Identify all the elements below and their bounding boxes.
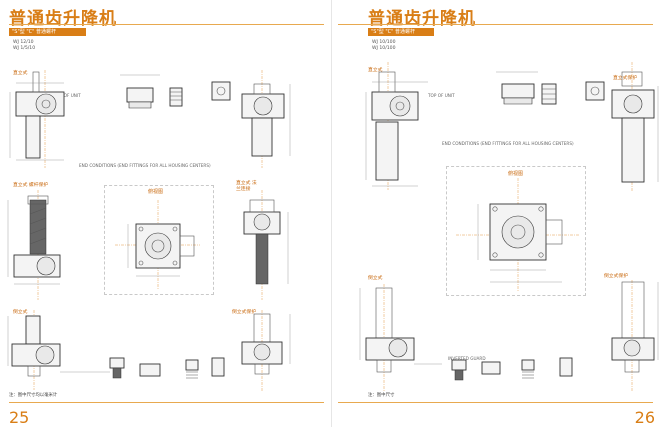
view-label-upright-flange: 直立式 法兰连接 (236, 181, 257, 192)
view-label-upright: 直立式 (13, 71, 28, 76)
view-label-inverted: 倒立式 (368, 276, 383, 281)
top-view-title: 俯视图 (148, 189, 164, 195)
model-code-2: WJ 10/100 (372, 46, 396, 51)
top-view-frame (446, 166, 586, 296)
footer-divider (9, 402, 324, 403)
model-code-2: WJ 1/5/10 (13, 46, 36, 51)
right-page: 普通齿升降机 "S"型 "C" 普通螺杆 WJ 10/100 WJ 10/100… (331, 0, 661, 427)
footer-note: 注：图中尺寸均以毫米计 (9, 393, 58, 398)
title-divider (338, 24, 653, 25)
footer-note: 注：图中尺寸 (368, 393, 395, 398)
top-view-frame (104, 185, 214, 295)
view-label-upright-guard: 直立式 螺杆保护 (13, 183, 49, 188)
end-conditions-note: END CONDITIONS (END FITTINGS FOR ALL HOU… (79, 163, 211, 168)
top-view-title: 俯视图 (508, 171, 524, 177)
view-label-inverted: 倒立式 (13, 310, 28, 315)
model-code-1: WJ 10/100 (372, 40, 396, 45)
model-code-1: WJ 12/10 (13, 40, 34, 45)
top-of-unit-note: TOP OF UNIT (428, 93, 455, 98)
view-label-upright: 直立式 (368, 68, 383, 73)
series-banner: "S"型 "C" 普通螺杆 (368, 28, 434, 36)
footer-divider (338, 402, 653, 403)
left-page: 普通齿升降机 "S"型 "C" 普通螺杆 WJ 12/10 WJ 1/5/10 … (0, 0, 330, 427)
page-number: 25 (9, 408, 30, 427)
view-label-inverted-guard: 倒立式保护 (604, 274, 628, 279)
page-number: 26 (634, 408, 655, 427)
series-banner: "S"型 "C" 普通螺杆 (9, 28, 86, 36)
left-technical-drawings (7, 70, 291, 392)
top-of-unit-note: TOP OF UNIT (54, 93, 81, 98)
title-divider (9, 24, 324, 25)
view-label-inverted-guard: 倒立式保护 (232, 310, 256, 315)
inverted-guard-note: INVERTED GUARD (448, 356, 486, 361)
view-label-upright-guard: 直立式保护 (613, 76, 637, 81)
right-technical-drawings (359, 62, 659, 392)
end-conditions-note: END CONDITIONS (END FITTINGS FOR ALL HOU… (442, 141, 574, 146)
